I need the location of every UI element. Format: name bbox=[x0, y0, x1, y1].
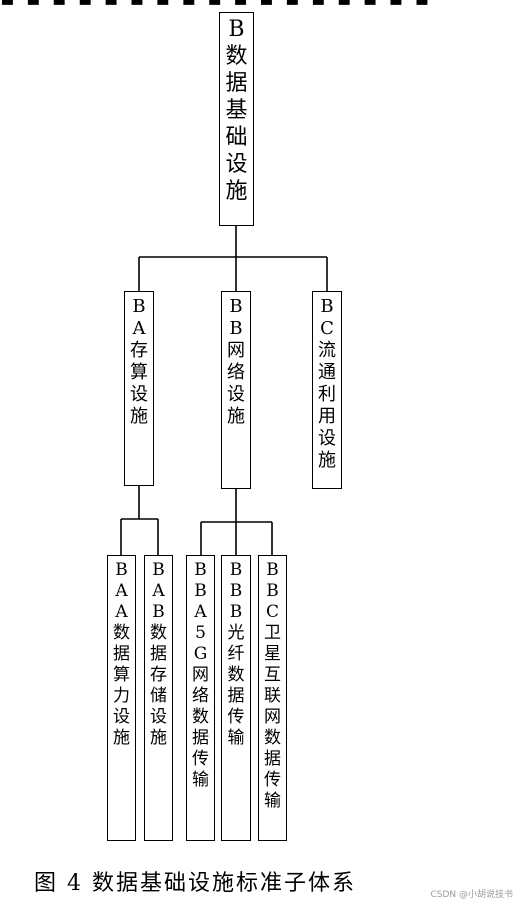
label-char: C bbox=[265, 602, 279, 622]
label-char: B bbox=[266, 581, 279, 601]
label-char: A bbox=[115, 581, 128, 601]
cropped-previous-text: ▪ ▪ ▪ ▪ ▪ ▪ ▪ ▪ ▪ ▪ ▪ ▪ ▪ ▪ ▪ ▪ ▪ bbox=[0, 0, 519, 6]
label-char: 施 bbox=[113, 728, 130, 748]
label-char: 储 bbox=[150, 686, 167, 706]
watermark: CSDN @小胡说技书 bbox=[430, 890, 513, 900]
label-char: 设 bbox=[130, 384, 148, 405]
label-char: 算 bbox=[113, 665, 130, 685]
label-char: 通 bbox=[318, 362, 336, 383]
label-char: B bbox=[194, 581, 207, 601]
label-char: C bbox=[320, 318, 334, 339]
label-char: B bbox=[320, 296, 334, 317]
label-char: 据 bbox=[227, 686, 245, 706]
label-char: 数 bbox=[192, 707, 209, 727]
label-char: 利 bbox=[318, 384, 336, 405]
label-char: 数 bbox=[150, 623, 167, 643]
label-char: 数 bbox=[113, 623, 130, 643]
label-char: 存 bbox=[130, 340, 148, 361]
label-char: 光 bbox=[227, 623, 245, 643]
figure-caption: 图 4 数据基础设施标准子体系 bbox=[34, 871, 356, 896]
label-char: 施 bbox=[130, 406, 148, 427]
label-char: 5 bbox=[195, 623, 206, 643]
label-char: 传 bbox=[192, 749, 209, 769]
label-char: B bbox=[229, 296, 243, 317]
label-char: 算 bbox=[130, 362, 148, 383]
label-char: 卫 bbox=[264, 623, 281, 643]
label-char: B bbox=[152, 602, 165, 622]
label-char: 星 bbox=[264, 644, 281, 664]
label-char: 流 bbox=[318, 340, 336, 361]
label-char: 存 bbox=[150, 665, 167, 685]
label-char: 施 bbox=[318, 450, 336, 471]
label-char: 基 bbox=[225, 98, 248, 123]
label-char: B bbox=[132, 296, 146, 317]
label-char: 传 bbox=[227, 707, 245, 727]
label-char: 数 bbox=[264, 728, 281, 748]
label-char: B bbox=[229, 560, 243, 580]
label-char: 施 bbox=[150, 728, 167, 748]
label-char: 传 bbox=[264, 770, 281, 790]
label-char: 据 bbox=[113, 644, 130, 664]
label-char: 设 bbox=[225, 152, 248, 177]
label-char: 施 bbox=[227, 406, 245, 427]
label-char: 络 bbox=[227, 362, 245, 383]
label-char: 用 bbox=[318, 406, 336, 427]
label-char: B bbox=[229, 602, 243, 622]
label-char: 据 bbox=[225, 71, 248, 96]
label-char: 纤 bbox=[227, 644, 245, 664]
label-char: A bbox=[194, 602, 207, 622]
label-char: 网 bbox=[264, 707, 281, 727]
label-char: 据 bbox=[192, 728, 209, 748]
label-char: 数 bbox=[227, 665, 245, 685]
label-char: A bbox=[152, 581, 165, 601]
label-char: 据 bbox=[264, 749, 281, 769]
label-char: B bbox=[229, 581, 243, 601]
label-char: 设 bbox=[227, 384, 245, 405]
label-char: B bbox=[228, 17, 245, 42]
label-char: 网 bbox=[227, 340, 245, 361]
label-char: 施 bbox=[225, 179, 248, 204]
label-char: 础 bbox=[225, 125, 248, 150]
label-char: 输 bbox=[227, 728, 245, 748]
label-char: B bbox=[194, 560, 207, 580]
label-char: B bbox=[229, 318, 243, 339]
label-char: G bbox=[193, 644, 208, 664]
label-char: 联 bbox=[264, 686, 281, 706]
label-char: 数 bbox=[225, 44, 248, 69]
label-char: B bbox=[152, 560, 165, 580]
label-char: 设 bbox=[318, 428, 336, 449]
label-char: 据 bbox=[150, 644, 167, 664]
label-char: 网 bbox=[192, 665, 209, 685]
label-char: 输 bbox=[192, 770, 209, 790]
label-char: B bbox=[115, 560, 128, 580]
label-char: A bbox=[115, 602, 128, 622]
label-char: 互 bbox=[264, 665, 281, 685]
label-char: 设 bbox=[113, 707, 130, 727]
label-char: B bbox=[266, 560, 279, 580]
label-char: 力 bbox=[113, 686, 130, 706]
label-char: A bbox=[132, 318, 146, 339]
label-char: 输 bbox=[264, 791, 281, 811]
label-char: 络 bbox=[192, 686, 209, 706]
label-char: 设 bbox=[150, 707, 167, 727]
